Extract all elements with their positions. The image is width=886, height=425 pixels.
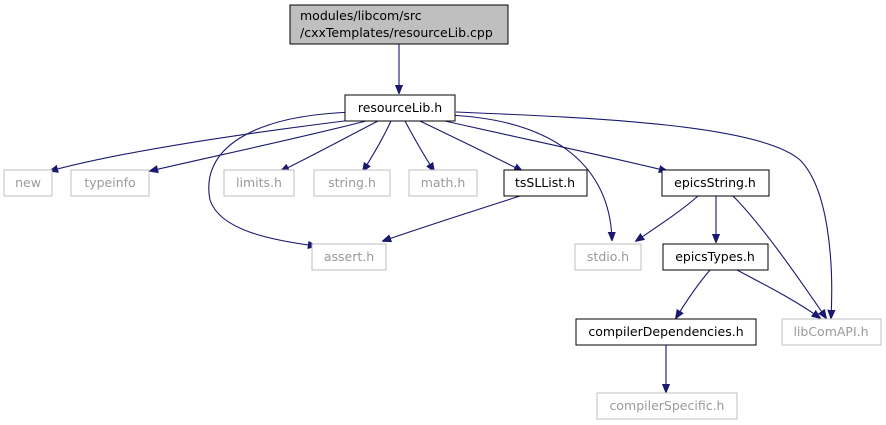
svg-text:compilerDependencies.h: compilerDependencies.h [588,324,743,339]
node-compilerSpecific-h: compilerSpecific.h [596,392,738,420]
edge-resourcelib-to-typeinfo [150,120,367,171]
svg-text:epicsTypes.h: epicsTypes.h [675,249,755,264]
edge-epicsString-to-stdio [636,195,699,241]
svg-text:epicsString.h: epicsString.h [674,175,756,190]
edge-resourcelib-to-math [404,120,434,171]
svg-text:new: new [15,175,41,190]
node-compilerDependencies-h[interactable]: compilerDependencies.h [575,318,757,346]
svg-text:math.h: math.h [421,175,466,190]
svg-text:string.h: string.h [328,175,376,190]
edge-epicstypes-to-libcomapi [736,269,820,318]
node-tsSLList-h[interactable]: tsSLList.h [503,169,588,197]
edge-resourcelib-to-tsSLList [419,120,522,171]
edge-tsSLList-to-assert [383,195,521,241]
edge-resourcelib-to-string [363,120,392,171]
node-typeinfo: typeinfo [70,169,150,197]
svg-text:modules/libcom/src: modules/libcom/src [300,8,422,23]
node-epicsTypes-h[interactable]: epicsTypes.h [662,243,769,271]
edge-resourcelib-to-limits [281,120,379,171]
node-resourcelib-h[interactable]: resourceLib.h [344,94,456,122]
svg-text:/cxxTemplates/resourceLib.cpp: /cxxTemplates/resourceLib.cpp [300,25,493,40]
edge-resourcelib-to-assert [208,111,356,246]
node-math-h: math.h [408,169,478,197]
node-new: new [3,169,53,197]
edge-epicstypes-to-compilerdependencies [676,269,711,318]
svg-text:compilerSpecific.h: compilerSpecific.h [610,398,725,413]
svg-text:typeinfo: typeinfo [84,175,135,190]
svg-text:stdio.h: stdio.h [587,249,629,264]
node-string-h: string.h [313,169,391,197]
edge-resourcelib-to-libcomapi [455,111,832,318]
edge-resourcelib-to-epicsString [444,120,667,171]
node-limits-h: limits.h [223,169,295,197]
node-epicsString-h[interactable]: epicsString.h [661,169,770,197]
svg-text:resourceLib.h: resourceLib.h [358,100,442,115]
node-root-file: modules/libcom/src /cxxTemplates/resourc… [289,4,509,45]
edge-resourcelib-to-new [50,119,353,171]
node-assert-h: assert.h [311,243,387,271]
svg-text:libComAPI.h: libComAPI.h [793,324,868,339]
node-stdio-h: stdio.h [574,243,642,271]
edge-epicsString-to-libcomapi [732,195,826,318]
svg-text:tsSLList.h: tsSLList.h [515,175,575,190]
edge-resourcelib-to-stdio [447,114,612,240]
svg-text:assert.h: assert.h [324,249,374,264]
node-libComAPI-h: libComAPI.h [781,318,882,346]
svg-text:limits.h: limits.h [236,175,282,190]
